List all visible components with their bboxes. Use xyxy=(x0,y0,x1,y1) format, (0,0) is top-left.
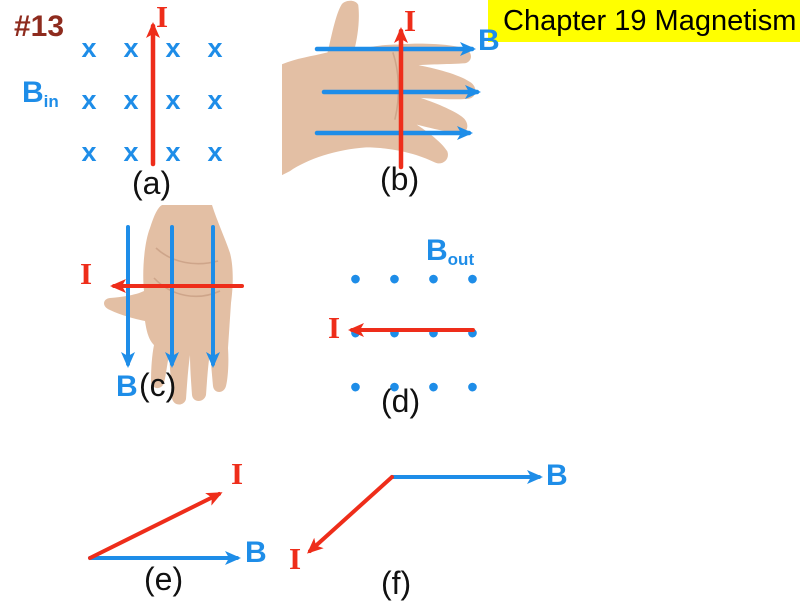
field-label-c: B xyxy=(116,370,138,403)
current-label-e: I xyxy=(231,456,244,491)
chapter-banner: Chapter 19 Magnetism xyxy=(488,0,800,42)
caption-c: (c) xyxy=(139,367,177,403)
field-symbol: x xyxy=(207,136,223,167)
field-symbol: • xyxy=(466,261,479,297)
current-label-d: I xyxy=(328,310,341,345)
field-symbol: x xyxy=(165,84,181,115)
diagram-e-current-arrow xyxy=(88,492,223,560)
field-symbol: • xyxy=(388,315,401,351)
field-symbol: x xyxy=(207,84,223,115)
field-symbol: • xyxy=(388,369,401,405)
current-label-a: I xyxy=(156,0,169,34)
field-in-label: Bin xyxy=(22,76,59,111)
field-label-f: B xyxy=(546,459,568,492)
field-symbol: • xyxy=(388,261,401,297)
field-symbol: x xyxy=(81,84,97,115)
field-symbol: • xyxy=(427,369,440,405)
field-symbol: • xyxy=(427,315,440,351)
field-symbol: • xyxy=(349,369,362,405)
field-symbol: x xyxy=(123,136,139,167)
field-label-sub: out xyxy=(447,250,475,269)
field-symbol: x xyxy=(123,32,139,63)
field-symbol: • xyxy=(466,315,479,351)
field-symbol: x xyxy=(165,32,181,63)
field-label-base: B xyxy=(22,76,44,109)
current-label-b: I xyxy=(404,3,417,38)
field-label-sub: in xyxy=(43,92,59,111)
field-symbol: • xyxy=(349,261,362,297)
field-symbol: x xyxy=(207,32,223,63)
caption-a: (a) xyxy=(132,165,172,201)
slide-number: #13 xyxy=(14,10,65,43)
field-symbol: x xyxy=(81,32,97,63)
hand-silhouette xyxy=(104,205,233,405)
current-label-f: I xyxy=(289,541,302,576)
field-label-b: B xyxy=(478,24,500,57)
field-out-label: Bout xyxy=(426,234,475,269)
current-label-c: I xyxy=(80,256,93,291)
caption-e: (e) xyxy=(144,561,184,597)
knuckle-crease xyxy=(392,52,400,120)
field-label-base: B xyxy=(426,234,448,267)
field-symbol: • xyxy=(466,369,479,405)
chapter-title: Chapter 19 Magnetism xyxy=(503,4,797,37)
caption-f: (f) xyxy=(381,565,412,601)
caption-b: (b) xyxy=(380,161,420,197)
field-symbol: x xyxy=(123,84,139,115)
field-symbol: x xyxy=(81,136,97,167)
diagram-f-current-arrow xyxy=(307,475,394,554)
field-symbol: • xyxy=(427,261,440,297)
field-symbol: x xyxy=(165,136,181,167)
caption-d: (d) xyxy=(381,383,421,419)
field-label-e: B xyxy=(245,536,267,569)
